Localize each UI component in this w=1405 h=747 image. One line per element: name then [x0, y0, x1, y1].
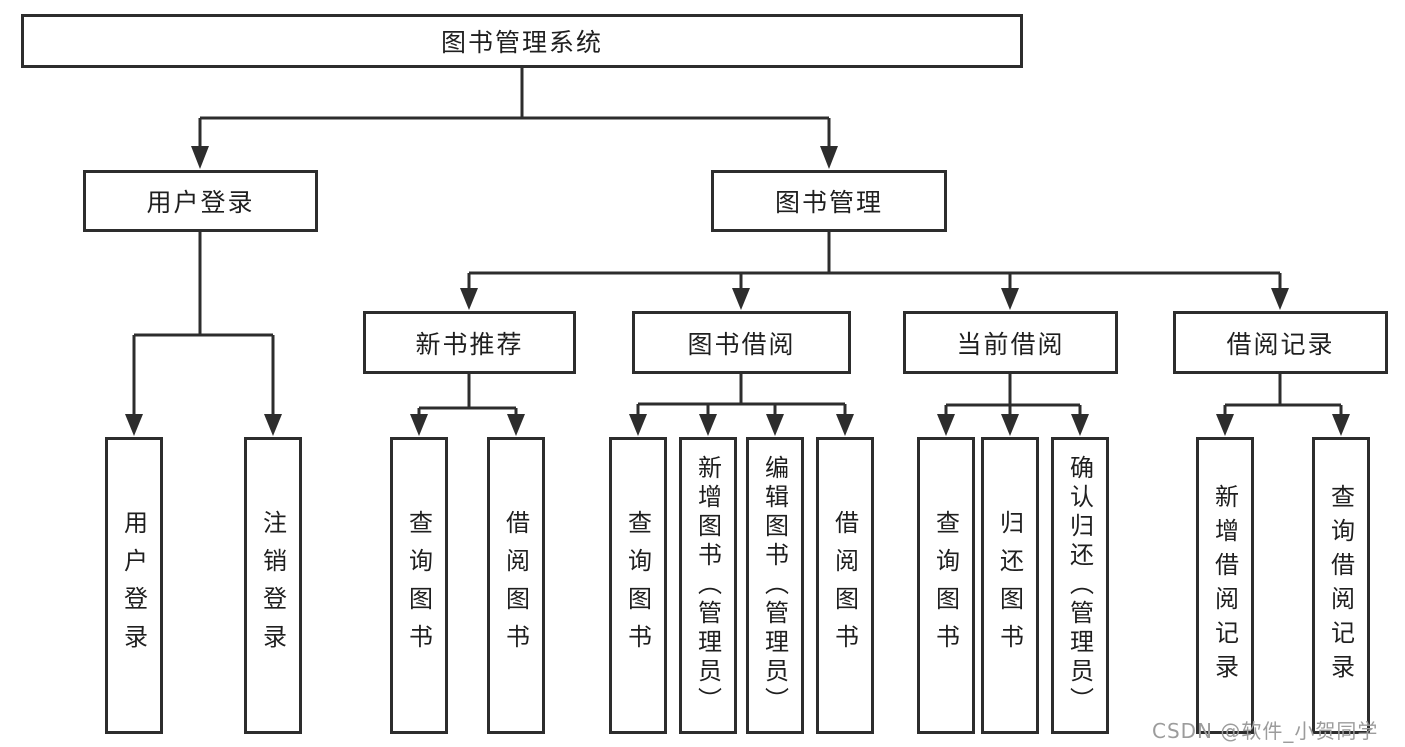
connector-current-borrow-to-leaves: [937, 374, 1089, 436]
node-user-login: 用户登录: [83, 170, 318, 232]
leaf-query-book-recommend: 查询图书: [390, 437, 448, 734]
arrow-down-icon: [699, 414, 717, 436]
arrow-down-icon: [820, 146, 838, 169]
node-new-book-recommend: 新书推荐: [363, 311, 576, 374]
csdn-watermark: CSDN @软件_小贺同学: [1152, 719, 1379, 743]
node-borrow-records: 借阅记录: [1173, 311, 1388, 374]
connector-root-to-level2: [191, 68, 838, 169]
leaf-borrow-book-recommend: 借阅图书: [487, 437, 545, 734]
arrow-down-icon: [937, 414, 955, 436]
arrow-down-icon: [1216, 414, 1234, 436]
node-book-management: 图书管理: [711, 170, 947, 232]
node-book-borrow: 图书借阅: [632, 311, 851, 374]
arrow-down-icon: [1071, 414, 1089, 436]
leaf-edit-book-admin: 编辑图书（管理员）: [746, 437, 804, 734]
node-current-borrow: 当前借阅: [903, 311, 1118, 374]
leaf-add-book-admin: 新增图书（管理员）: [679, 437, 737, 734]
leaf-query-book-current: 查询图书: [917, 437, 975, 734]
arrow-down-icon: [1001, 414, 1019, 436]
arrow-down-icon: [1332, 414, 1350, 436]
arrow-down-icon: [191, 146, 209, 169]
arrow-down-icon: [629, 414, 647, 436]
connector-user-login-to-leaves: [125, 232, 282, 436]
arrow-down-icon: [1271, 288, 1289, 310]
arrow-down-icon: [264, 414, 282, 436]
leaf-return-book: 归还图书: [981, 437, 1039, 734]
leaf-borrow-book: 借阅图书: [816, 437, 874, 734]
connector-new-book-recommend-to-leaves: [410, 374, 525, 436]
connector-borrow-records-to-leaves: [1216, 374, 1350, 436]
arrow-down-icon: [1001, 288, 1019, 310]
arrow-down-icon: [507, 414, 525, 436]
node-root-library-system: 图书管理系统: [21, 14, 1023, 68]
arrow-down-icon: [410, 414, 428, 436]
arrow-down-icon: [460, 288, 478, 310]
leaf-query-borrow-record: 查询借阅记录: [1312, 437, 1370, 734]
connector-book-borrow-to-leaves: [629, 374, 854, 436]
leaf-logout: 注销登录: [244, 437, 302, 734]
leaf-user-login: 用户登录: [105, 437, 163, 734]
arrow-down-icon: [836, 414, 854, 436]
arrow-down-icon: [766, 414, 784, 436]
arrow-down-icon: [125, 414, 143, 436]
leaf-add-borrow-record: 新增借阅记录: [1196, 437, 1254, 734]
leaf-confirm-return-admin: 确认归还（管理员）: [1051, 437, 1109, 734]
arrow-down-icon: [732, 288, 750, 310]
leaf-query-book-borrow: 查询图书: [609, 437, 667, 734]
connector-book-management-to-level3: [460, 232, 1289, 310]
